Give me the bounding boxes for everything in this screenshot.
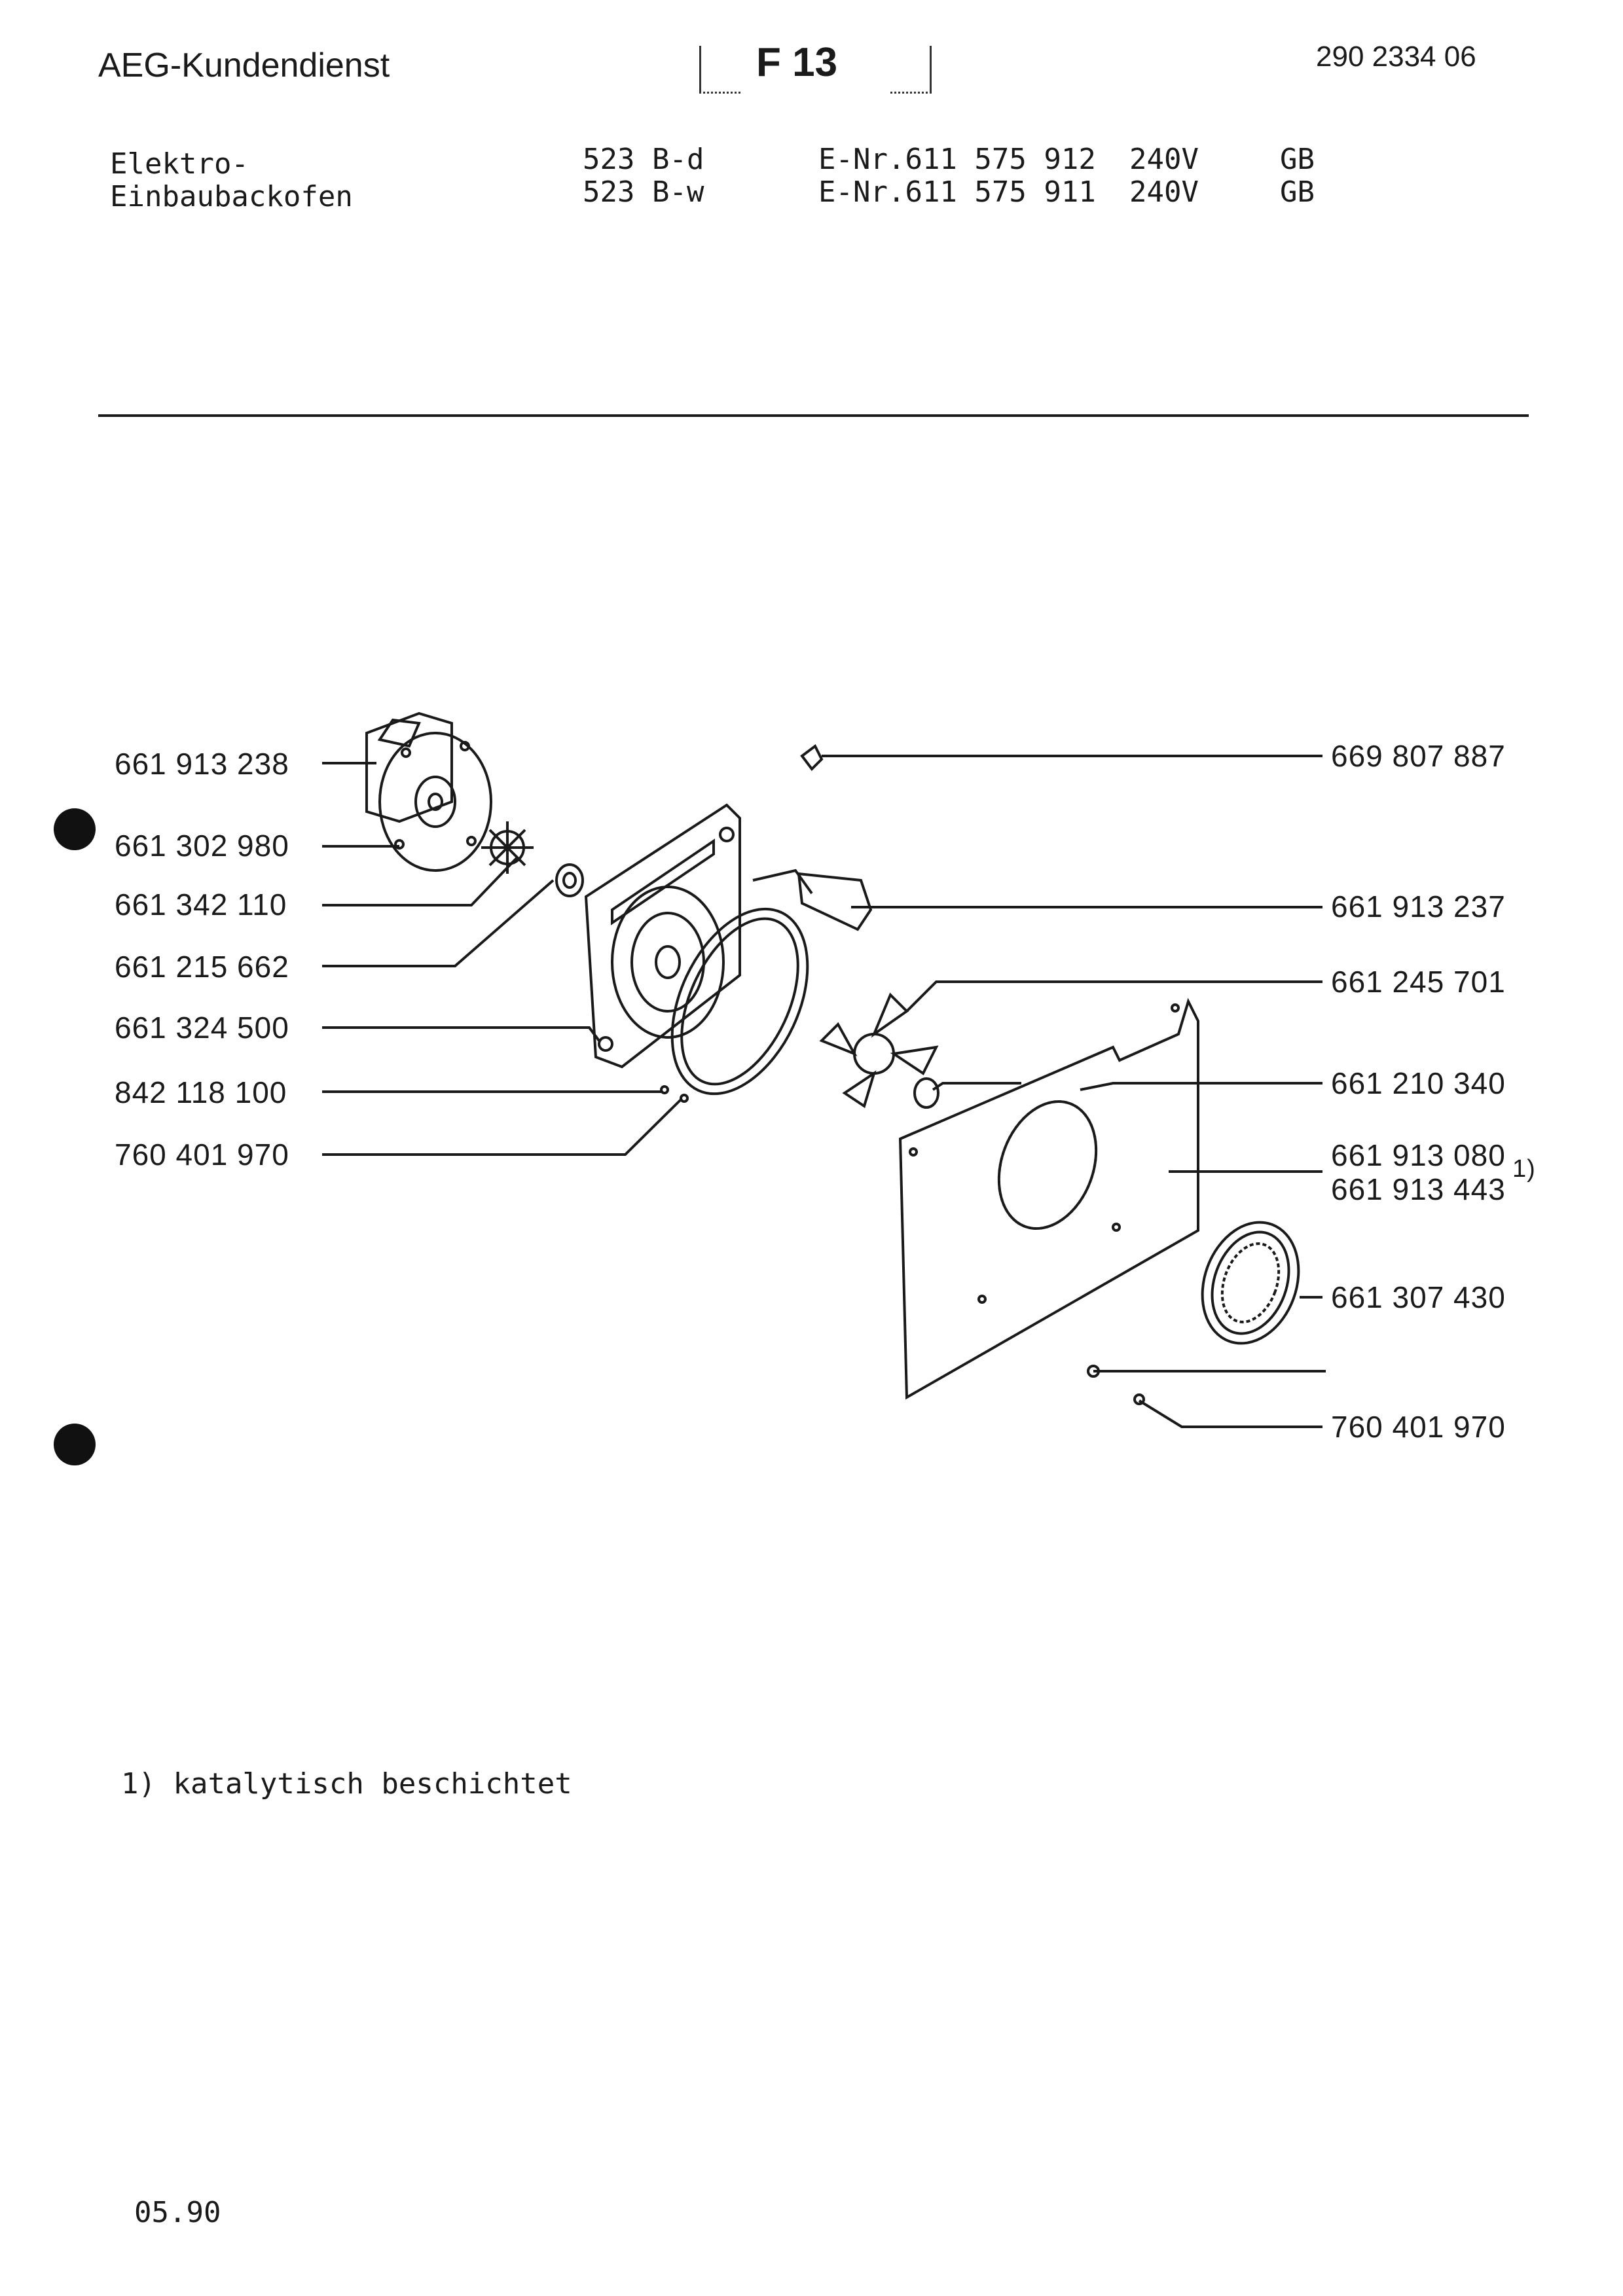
leader-lines-right bbox=[822, 755, 1326, 1428]
variant-voltage: 240V bbox=[1129, 143, 1199, 176]
date-stamp: 05.90 bbox=[134, 2196, 221, 2229]
header-divider bbox=[98, 414, 1529, 417]
document-number: 290 2334 06 bbox=[1316, 41, 1476, 73]
screw-part bbox=[660, 1085, 669, 1094]
washer-part bbox=[1087, 1365, 1100, 1378]
heating-element-part bbox=[670, 869, 813, 1096]
grille-part bbox=[1201, 1221, 1300, 1345]
variant-enr: E-Nr.611 575 911 bbox=[818, 175, 1096, 209]
part-label: 661 913 080 bbox=[1331, 1138, 1506, 1172]
part-label: 661 324 500 bbox=[115, 1011, 289, 1045]
part-label: 760 401 970 bbox=[1331, 1410, 1506, 1444]
part-label: 661 342 110 bbox=[115, 888, 287, 922]
fan-blade-part bbox=[819, 992, 939, 1109]
product-name-line2: Einbaubackofen bbox=[110, 180, 353, 213]
variant-voltage: 240V bbox=[1129, 175, 1199, 209]
variant-country: GB bbox=[1280, 175, 1315, 209]
part-label: 842 118 100 bbox=[115, 1075, 287, 1109]
terminal-block-part bbox=[797, 872, 873, 931]
brand-title: AEG-Kundendienst bbox=[98, 46, 390, 84]
rear-panel-part bbox=[584, 803, 741, 1069]
impeller-part bbox=[481, 821, 534, 874]
sheet-code: F 13 bbox=[756, 40, 838, 85]
part-label: 661 913 237 bbox=[1331, 889, 1506, 924]
screw-part bbox=[1133, 1393, 1145, 1405]
punch-hole bbox=[54, 808, 96, 850]
part-label: 661 913 443 bbox=[1331, 1172, 1506, 1206]
part-label: 661 302 980 bbox=[115, 829, 289, 863]
clip-part bbox=[800, 744, 824, 772]
variant-enr: E-Nr.611 575 912 bbox=[818, 143, 1096, 176]
variant-model: 523 B-d bbox=[583, 143, 704, 176]
part-label: 669 807 887 bbox=[1331, 739, 1506, 773]
motor-part bbox=[365, 711, 492, 872]
bushing-part bbox=[555, 863, 584, 897]
variant-country: GB bbox=[1280, 143, 1315, 176]
bracket-left bbox=[699, 46, 740, 94]
footnote-text: 1) katalytisch beschichtet bbox=[121, 1767, 572, 1801]
screw-part bbox=[680, 1094, 689, 1103]
part-label: 760 401 970 bbox=[115, 1138, 289, 1172]
punch-hole bbox=[54, 1424, 96, 1465]
part-label: 661 215 662 bbox=[115, 950, 289, 984]
part-label: 661 210 340 bbox=[1331, 1066, 1506, 1100]
footnote-marker: 1) bbox=[1512, 1155, 1536, 1183]
leader-lines-left bbox=[322, 762, 682, 1156]
part-label: 661 307 430 bbox=[1331, 1280, 1506, 1314]
part-label: 661 913 238 bbox=[115, 747, 289, 781]
variant-model: 523 B-w bbox=[583, 175, 704, 209]
part-label: 661 245 701 bbox=[1331, 965, 1506, 999]
cover-plate-part bbox=[898, 997, 1199, 1400]
product-name-line1: Elektro- bbox=[110, 147, 249, 181]
nut-part bbox=[913, 1077, 939, 1109]
bracket-right bbox=[890, 46, 932, 94]
